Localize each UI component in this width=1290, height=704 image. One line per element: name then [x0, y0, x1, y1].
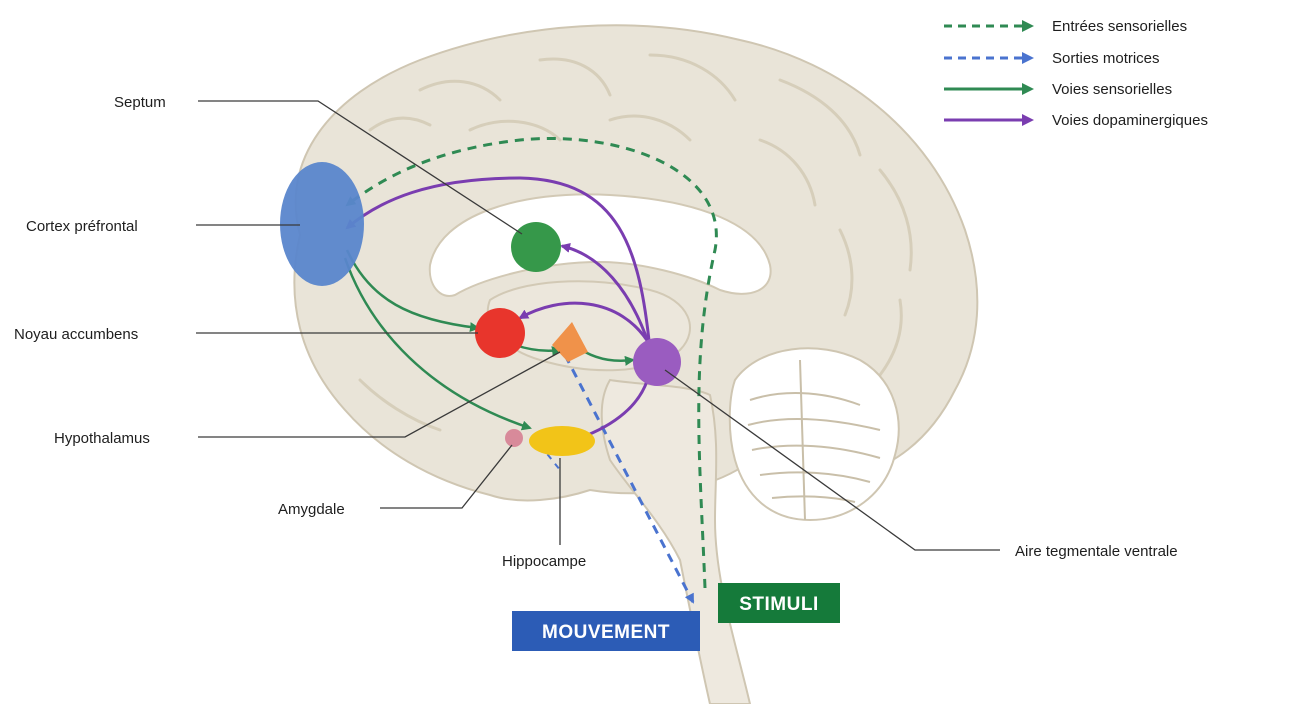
movement-box-label: MOUVEMENT — [542, 622, 670, 643]
legend-label: Sorties motrices — [1052, 50, 1160, 67]
hippocampus-label: Hippocampe — [502, 553, 586, 570]
stimuli-box: STIMULI — [718, 583, 840, 623]
amygdala-label: Amygdale — [278, 501, 345, 518]
vta-region — [633, 338, 681, 386]
legend: Entrées sensorielles Sorties motrices Vo… — [944, 18, 1208, 129]
nucleus-accumbens-label: Noyau accumbens — [14, 326, 138, 343]
legend-item-dopamine-pathways: Voies dopaminergiques — [944, 112, 1208, 129]
septum-label: Septum — [114, 94, 166, 111]
legend-item-sensory-pathways: Voies sensorielles — [944, 81, 1172, 98]
prefrontal-cortex-region — [280, 162, 364, 286]
legend-label: Entrées sensorielles — [1052, 18, 1187, 35]
nucleus-accumbens-region — [475, 308, 525, 358]
hippocampus-region — [529, 426, 595, 456]
hypothalamus-label: Hypothalamus — [54, 430, 150, 447]
septum-region — [511, 222, 561, 272]
stimuli-box-label: STIMULI — [739, 594, 819, 615]
movement-box: MOUVEMENT — [512, 611, 700, 651]
legend-item-sensory-input: Entrées sensorielles — [944, 18, 1187, 35]
legend-item-motor-output: Sorties motrices — [944, 50, 1160, 67]
vta-label: Aire tegmentale ventrale — [1015, 543, 1178, 560]
legend-label: Voies sensorielles — [1052, 81, 1172, 98]
legend-label: Voies dopaminergiques — [1052, 112, 1208, 129]
amygdala-region — [505, 429, 523, 447]
prefrontal-cortex-label: Cortex préfrontal — [26, 218, 138, 235]
